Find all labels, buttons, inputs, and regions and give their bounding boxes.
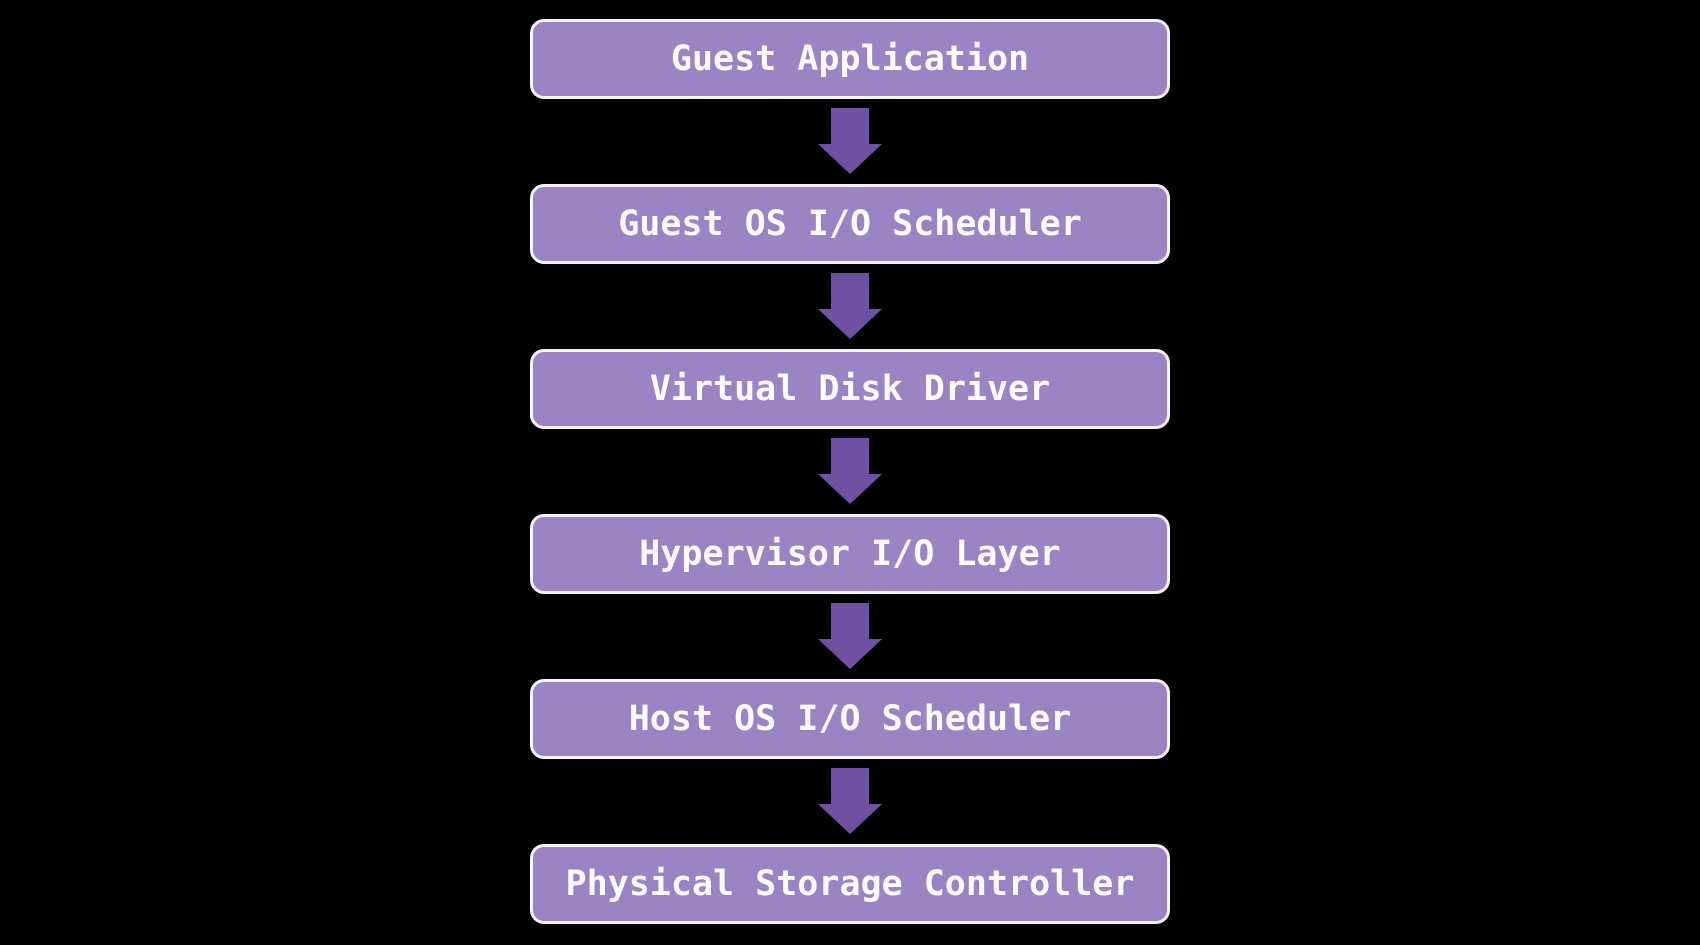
flow-step-hypervisor-io-layer: Hypervisor I/O Layer xyxy=(530,514,1170,594)
flow-step-label: Hypervisor I/O Layer xyxy=(639,534,1061,574)
flow-step-label: Host OS I/O Scheduler xyxy=(628,699,1072,739)
flow-step-label: Virtual Disk Driver xyxy=(649,369,1051,409)
flow-step-host-os-io-scheduler: Host OS I/O Scheduler xyxy=(530,679,1170,759)
down-arrow-icon xyxy=(818,273,882,339)
flow-step-physical-storage-controller: Physical Storage Controller xyxy=(530,844,1170,924)
flow-step-guest-os-io-scheduler: Guest OS I/O Scheduler xyxy=(530,184,1170,264)
down-arrow-icon xyxy=(818,438,882,504)
down-arrow-icon xyxy=(818,108,882,174)
flow-step-guest-application: Guest Application xyxy=(530,19,1170,99)
down-arrow-icon xyxy=(818,603,882,669)
flow-step-label: Guest OS I/O Scheduler xyxy=(618,204,1082,244)
flow-step-label: Physical Storage Controller xyxy=(565,864,1135,904)
down-arrow-icon xyxy=(818,768,882,834)
flow-step-virtual-disk-driver: Virtual Disk Driver xyxy=(530,349,1170,429)
flow-step-label: Guest Application xyxy=(670,39,1030,79)
